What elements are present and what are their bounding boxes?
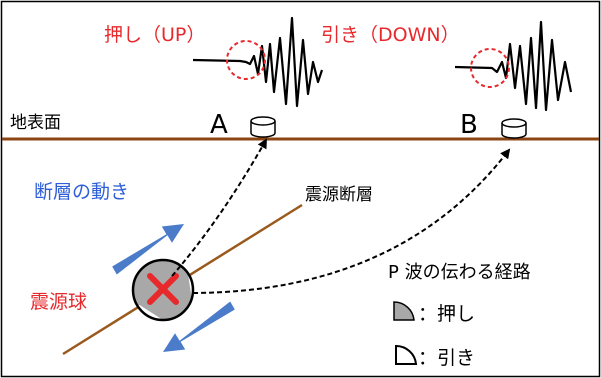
seismogram-b [454,20,573,112]
p-wave-path-to-b [192,148,511,294]
label-push-up: 押し（UP） [104,24,205,46]
seismogram-a [192,16,324,108]
label-fault-motion: 断層の動き [34,181,129,203]
label-station-b: B [460,110,478,140]
fault-motion-arrow-down [163,301,235,352]
seismometer-icon [250,116,276,138]
label-focal-sphere: 震源球 [30,291,87,313]
label-p-wave-path: P 波の伝わる経路 [388,262,531,283]
label-legend-pull: ：引き [418,347,475,369]
label-legend-push: ：押し [418,303,475,325]
compression-quadrant-lower [138,274,193,320]
label-pull-down: 引き（DOWN） [321,24,460,46]
first-motion-circle-a [226,40,266,80]
seismometer-icon [501,118,527,139]
first-motion-circle-b [470,48,510,88]
quarter-circle-filled-icon [393,301,415,321]
label-station-a: A [210,110,228,140]
label-source-fault: 震源断層 [305,185,373,205]
p-wave-path-to-a [171,138,267,277]
fault-motion-arrow-up [112,224,184,275]
quarter-circle-outline-icon [395,344,418,365]
x-mark-icon [147,273,179,305]
label-ground-surface: 地表面 [10,113,61,133]
